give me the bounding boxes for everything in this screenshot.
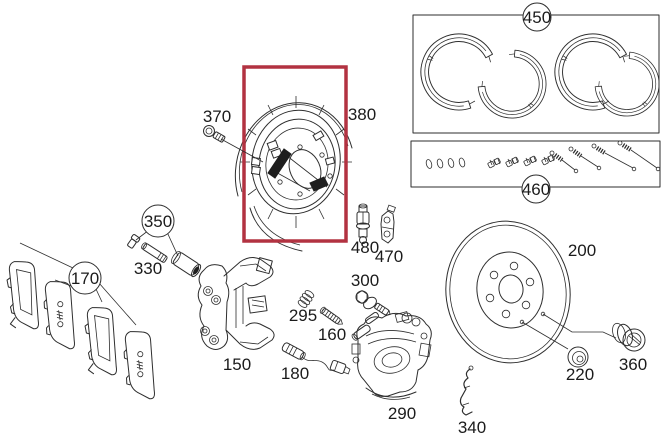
brake-pad-1 (5, 260, 40, 331)
shoe-expander (267, 148, 292, 179)
wear-sensor (281, 342, 351, 375)
leader-lines (521, 313, 617, 350)
callout-circle-450 (522, 2, 552, 32)
return-spring-4 (617, 140, 661, 172)
part-label-300: 300 (351, 271, 379, 290)
hub-cap (612, 322, 646, 352)
shoe-kit-box: 450 (409, 2, 664, 134)
pin-small (127, 234, 141, 249)
callout-circle-170 (68, 261, 102, 295)
pad-spring (297, 290, 315, 308)
return-spring-3 (591, 143, 637, 172)
part-label-220: 220 (566, 365, 594, 384)
clip-ring-4 (458, 157, 466, 168)
clip-ring-3 (447, 158, 455, 168)
part-label-360: 360 (619, 355, 647, 374)
part-label-295: 295 (289, 306, 317, 325)
retaining-clip (459, 365, 474, 416)
highlight-box (242, 65, 348, 243)
part-label-170: 170 (71, 269, 99, 288)
disc-retaining-screw (567, 346, 589, 368)
part-label-150: 150 (223, 355, 251, 374)
hold-down-spring-2 (505, 156, 520, 168)
return-spring-1 (549, 150, 579, 174)
part-label-470: 470 (375, 247, 403, 266)
part-label-330: 330 (134, 259, 162, 278)
part-label-340: 340 (458, 418, 486, 437)
parking-brake-backing-plate (234, 96, 353, 252)
return-spring-2 (568, 146, 602, 171)
adjuster-screw (356, 203, 370, 244)
brake-caliper (351, 311, 432, 400)
guide-bushing (170, 250, 202, 278)
part-label-460: 460 (522, 180, 550, 199)
part-label-350: 350 (144, 212, 172, 231)
part-label-380: 380 (348, 105, 376, 124)
guide-pin-set: 350 (127, 204, 202, 278)
shoe-adjuster (309, 176, 329, 192)
part-label-480: 480 (351, 238, 379, 257)
clip-ring-2 (436, 158, 444, 169)
plate-bolt (203, 125, 264, 163)
brake-pad-set: 170 (5, 242, 156, 401)
adjuster-strut (380, 204, 396, 244)
guide-pin (141, 242, 168, 263)
callout-circle-350 (141, 204, 175, 238)
hold-down-spring-4 (541, 154, 556, 166)
part-label-200: 200 (568, 241, 596, 260)
caliper-bolt (355, 290, 391, 316)
brake-shoe-4 (588, 45, 664, 130)
callout-circle-460 (521, 174, 551, 204)
part-label-180: 180 (281, 364, 309, 383)
part-label-450: 450 (523, 8, 551, 27)
clip-ring-1 (425, 159, 433, 169)
hold-down-spring-1 (487, 157, 502, 169)
brake-shoe-3 (543, 22, 632, 118)
part-label-290: 290 (388, 404, 416, 423)
brake-pad-3 (83, 306, 118, 377)
carrier-bolt (319, 306, 344, 325)
hold-down-spring-3 (523, 155, 538, 167)
brake-disc (445, 220, 617, 364)
part-label-160: 160 (318, 325, 346, 344)
part-label-370: 370 (203, 107, 231, 126)
brake-pad-4 (122, 330, 156, 401)
caliper-carrier (197, 257, 275, 350)
hardware-kit-box: 460 (410, 140, 661, 204)
brake-pad-2 (42, 280, 76, 351)
